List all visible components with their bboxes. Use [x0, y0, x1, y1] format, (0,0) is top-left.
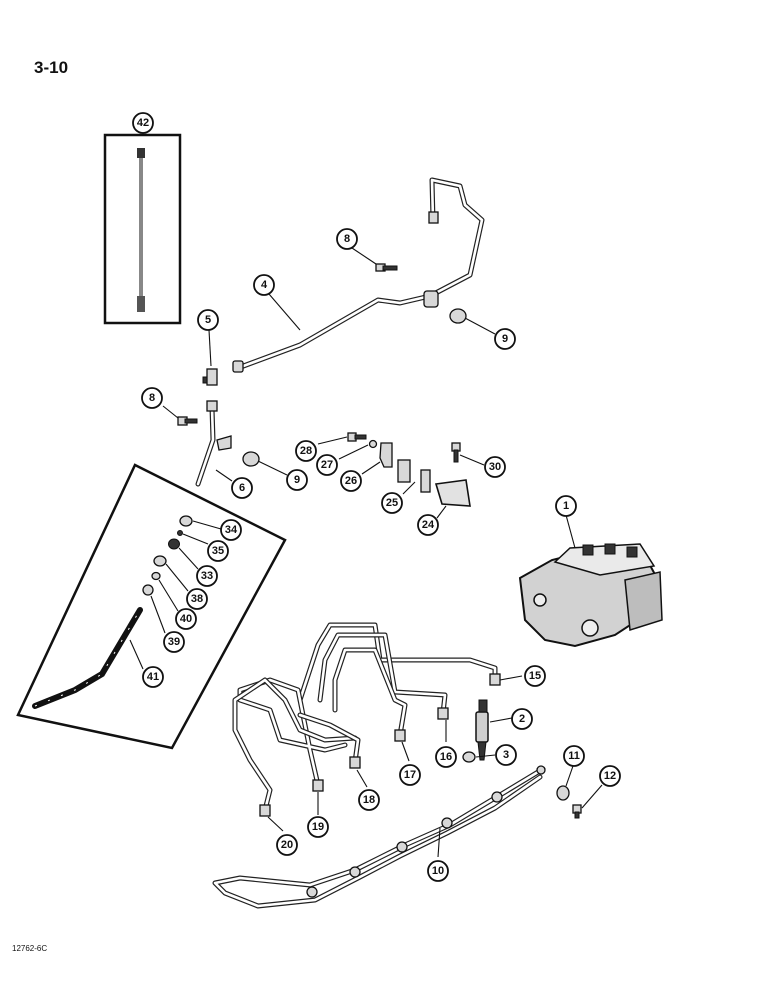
- callout-24: 24: [417, 514, 439, 536]
- banjo-bolt-upper: [375, 263, 398, 272]
- svg-text:18: 18: [363, 794, 375, 806]
- svg-text:39: 39: [168, 636, 180, 648]
- svg-text:38: 38: [191, 593, 203, 605]
- callout-17: 17: [399, 764, 421, 786]
- banjo-fitting: [556, 785, 570, 801]
- callout-18: 18: [358, 789, 380, 811]
- svg-text:19: 19: [312, 821, 324, 833]
- callout-41: 41: [142, 666, 164, 688]
- connector-fitting: [202, 368, 218, 386]
- callout-3: 3: [495, 744, 517, 766]
- callout-15: 15: [524, 665, 546, 687]
- callout-2: 2: [511, 708, 533, 730]
- svg-text:10: 10: [432, 865, 444, 877]
- svg-text:30: 30: [489, 461, 501, 473]
- svg-text:20: 20: [281, 839, 293, 851]
- callout-25: 25: [381, 492, 403, 514]
- svg-text:27: 27: [321, 459, 333, 471]
- svg-text:15: 15: [529, 670, 541, 682]
- svg-text:28: 28: [300, 445, 312, 457]
- svg-text:3: 3: [503, 749, 509, 761]
- callout-30: 30: [484, 456, 506, 478]
- injector-pipe-bundle: [232, 622, 501, 817]
- page-number: 3-10: [34, 58, 69, 77]
- callout-40: 40: [175, 608, 197, 630]
- svg-text:24: 24: [422, 519, 435, 531]
- injector-nozzle: [475, 699, 489, 761]
- callout-33: 33: [196, 565, 218, 587]
- mounting-bracket: [434, 479, 471, 507]
- callout-9: 9: [494, 328, 516, 350]
- svg-text:26: 26: [345, 475, 357, 487]
- svg-text:35: 35: [212, 545, 224, 557]
- callout-8: 8: [336, 228, 358, 250]
- svg-text:25: 25: [386, 497, 398, 509]
- svg-text:16: 16: [440, 751, 452, 763]
- callout-12: 12: [599, 765, 621, 787]
- bracket-screw: [451, 442, 461, 463]
- svg-text:11: 11: [568, 750, 580, 762]
- svg-text:9: 9: [502, 333, 508, 345]
- callout-16: 16: [435, 746, 457, 768]
- svg-text:41: 41: [147, 671, 159, 683]
- leak-off-pipe: [195, 400, 232, 487]
- clamp-clip: [379, 442, 393, 468]
- callout-11: 11: [563, 745, 585, 767]
- callout-39: 39: [163, 631, 185, 653]
- callout-19: 19: [307, 816, 329, 838]
- leader-lines: [129, 133, 603, 858]
- banjo-bolt-lower: [177, 416, 198, 426]
- fuel-injection-pump: [518, 543, 663, 648]
- svg-text:8: 8: [149, 392, 155, 404]
- fuel-return-pipe: [232, 177, 485, 373]
- svg-text:34: 34: [225, 524, 238, 536]
- callout-26: 26: [340, 470, 362, 492]
- svg-text:4: 4: [261, 279, 268, 291]
- svg-text:5: 5: [205, 314, 211, 326]
- callout-8: 8: [141, 387, 163, 409]
- callout-38: 38: [186, 588, 208, 610]
- svg-text:2: 2: [519, 713, 525, 725]
- callout-9: 9: [286, 469, 308, 491]
- washer-upper: [449, 308, 467, 324]
- callout-34: 34: [220, 519, 242, 541]
- hollow-bolt: [572, 804, 582, 819]
- washer-lower: [242, 451, 260, 467]
- inset-box-dipstick: [103, 133, 182, 325]
- callout-5: 5: [197, 309, 219, 331]
- callout-42: 42: [132, 112, 154, 134]
- callout-1: 1: [555, 495, 577, 517]
- svg-text:12: 12: [604, 770, 616, 782]
- svg-text:1: 1: [563, 500, 569, 512]
- injector-nut: [462, 751, 476, 763]
- inset-box-fittings: [16, 463, 287, 750]
- callout-27: 27: [316, 454, 338, 476]
- figure-code: 12762-6C: [12, 944, 48, 953]
- svg-text:42: 42: [137, 117, 149, 129]
- lock-washer: [368, 439, 378, 449]
- callout-6: 6: [231, 477, 253, 499]
- bracket-bolt: [347, 432, 367, 442]
- injector-leak-off-pipe: [212, 765, 546, 909]
- svg-text:17: 17: [404, 769, 416, 781]
- svg-text:33: 33: [201, 570, 213, 582]
- svg-text:40: 40: [180, 613, 192, 625]
- svg-text:8: 8: [344, 233, 350, 245]
- callout-4: 4: [253, 274, 275, 296]
- svg-text:9: 9: [294, 474, 300, 486]
- callout-35: 35: [207, 540, 229, 562]
- callout-20: 20: [276, 834, 298, 856]
- pipe-clamp-blocks: [397, 459, 431, 493]
- svg-text:6: 6: [239, 482, 245, 494]
- callout-28: 28: [295, 440, 317, 462]
- callout-10: 10: [427, 860, 449, 882]
